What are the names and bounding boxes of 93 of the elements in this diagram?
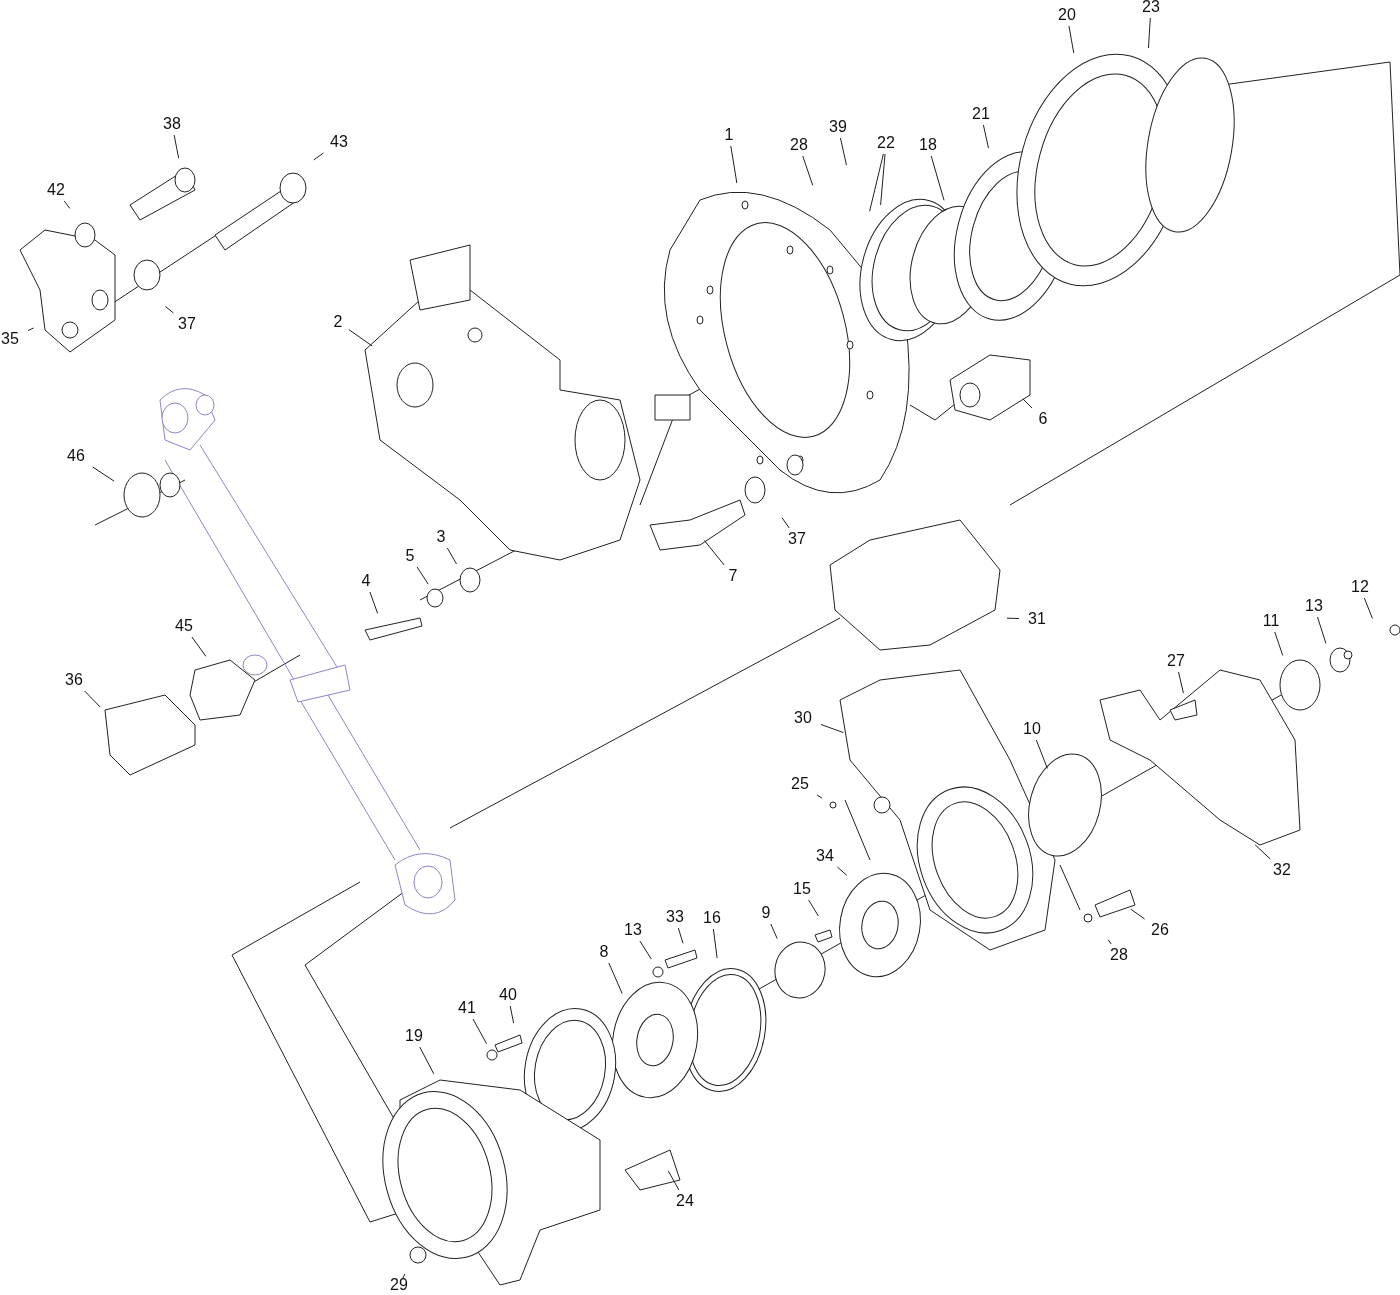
callout-number: 10 xyxy=(1022,720,1042,738)
callout-number: 15 xyxy=(792,880,812,898)
leader-line xyxy=(820,724,844,734)
leader-line xyxy=(869,153,884,212)
leader-line xyxy=(639,940,652,960)
leader-line xyxy=(677,927,684,944)
leader-line xyxy=(1147,17,1151,49)
leader-line xyxy=(191,636,207,657)
callout-number: 20 xyxy=(1057,6,1077,24)
leader-line xyxy=(982,124,989,149)
leader-line xyxy=(880,153,886,206)
leader-line xyxy=(1107,939,1112,945)
leader-line xyxy=(369,591,379,614)
leader-line xyxy=(63,200,71,209)
callout-number: 3 xyxy=(435,528,447,546)
leader-line xyxy=(1006,617,1020,619)
callout-number: 28 xyxy=(1109,946,1129,964)
callout-number: 27 xyxy=(1166,652,1186,670)
leader-line xyxy=(1068,25,1075,54)
leader-line xyxy=(446,547,457,565)
callout-number: 39 xyxy=(828,118,848,136)
callout-number: 4 xyxy=(360,572,372,590)
callout-number: 25 xyxy=(790,775,810,793)
callout-number: 19 xyxy=(404,1027,424,1045)
leader-line xyxy=(92,466,115,482)
leader-line xyxy=(802,155,814,186)
callout-number: 22 xyxy=(876,134,896,152)
callout-number: 23 xyxy=(1141,0,1161,16)
callout-number: 31 xyxy=(1027,610,1047,628)
callout-number: 46 xyxy=(66,447,86,465)
leader-line xyxy=(173,134,180,159)
leader-line xyxy=(1022,398,1033,409)
callout-number: 42 xyxy=(46,181,66,199)
leader-line xyxy=(808,899,819,917)
callout-number: 5 xyxy=(404,547,416,565)
callout-number: 26 xyxy=(1150,921,1170,939)
callout-number: 16 xyxy=(702,909,722,927)
callout-number: 24 xyxy=(675,1192,695,1210)
callout-number: 35 xyxy=(0,330,20,348)
callout-number: 33 xyxy=(665,908,685,926)
leader-line xyxy=(313,152,324,161)
leader-line xyxy=(402,1273,406,1279)
callout-number: 1 xyxy=(723,126,735,144)
callout-number: 41 xyxy=(457,999,477,1017)
callout-number: 38 xyxy=(162,115,182,133)
leader-line xyxy=(1274,631,1284,656)
leader-line xyxy=(608,962,623,995)
callout-number: 9 xyxy=(760,904,772,922)
callout-number: 8 xyxy=(598,943,610,961)
leader-line xyxy=(781,517,790,529)
leader-line xyxy=(816,794,823,799)
leader-line xyxy=(1130,908,1146,920)
callout-number: 12 xyxy=(1350,578,1370,596)
callout-number: 29 xyxy=(389,1276,409,1294)
leader-line xyxy=(472,1018,488,1045)
leader-line xyxy=(509,1005,515,1024)
leader-line xyxy=(1363,597,1373,619)
callout-number: 37 xyxy=(787,530,807,548)
callout-number: 13 xyxy=(623,921,643,939)
leader-line xyxy=(712,928,718,959)
leader-line xyxy=(703,539,725,566)
callout-number: 28 xyxy=(789,136,809,154)
leader-line xyxy=(416,566,429,585)
callout-number: 43 xyxy=(329,133,349,151)
leader-line xyxy=(1317,616,1327,644)
leader-line xyxy=(667,1170,680,1191)
callout-number: 40 xyxy=(498,986,518,1004)
callout-number: 32 xyxy=(1272,861,1292,879)
leader-line xyxy=(27,327,35,332)
callout-number: 30 xyxy=(793,709,813,727)
callout-number: 34 xyxy=(815,847,835,865)
callout-number: 13 xyxy=(1304,597,1324,615)
callout-number: 45 xyxy=(174,617,194,635)
leader-line xyxy=(930,155,945,201)
leader-line xyxy=(730,145,738,184)
leader-line xyxy=(1254,844,1271,860)
leader-line xyxy=(348,329,373,347)
callout-number: 37 xyxy=(177,315,197,333)
leader-line xyxy=(1035,739,1048,769)
callout-number: 2 xyxy=(332,313,344,331)
callout-number: 36 xyxy=(64,671,84,689)
leader-line xyxy=(84,690,101,708)
callout-number: 21 xyxy=(971,105,991,123)
leader-line xyxy=(164,305,174,314)
leader-line xyxy=(839,137,847,166)
callout-number: 7 xyxy=(727,567,739,585)
callout-number: 11 xyxy=(1261,612,1281,630)
callout-number: 6 xyxy=(1037,410,1049,428)
leader-line xyxy=(1178,671,1184,694)
callout-number: 18 xyxy=(918,136,938,154)
leader-line xyxy=(419,1046,435,1075)
leader-line xyxy=(770,923,778,940)
leader-line xyxy=(836,866,848,876)
